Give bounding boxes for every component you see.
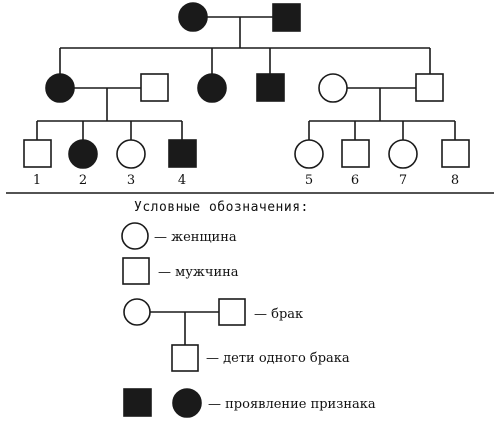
gen2-male-4 — [256, 73, 285, 102]
generation-3: 1 2 3 4 5 6 7 8 — [23, 139, 470, 188]
legend-female-symbol — [121, 222, 149, 250]
gen2-female-5 — [318, 73, 348, 103]
gen1-female — [178, 2, 208, 32]
legend-marriage-label: — брак — [254, 307, 303, 322]
child-3 — [116, 139, 146, 169]
legend-male-label: — мужчина — [158, 265, 239, 280]
child-number-5: 5 — [305, 173, 313, 188]
child-5 — [294, 139, 324, 169]
gen2-male-2 — [140, 73, 169, 102]
child-number-8: 8 — [451, 173, 459, 188]
legend-marriage-male — [218, 298, 246, 326]
child-4 — [168, 139, 197, 168]
child-7 — [388, 139, 418, 169]
child-number-6: 6 — [351, 173, 359, 188]
child-number-3: 3 — [127, 173, 135, 188]
legend-child-symbol — [171, 344, 199, 372]
legend: Условные обозначения: — женщина — мужчин… — [121, 200, 376, 418]
legend-marriage-female — [123, 298, 151, 326]
child-number-4: 4 — [178, 173, 186, 188]
child-6 — [341, 139, 370, 168]
generation-2 — [45, 73, 444, 121]
generation-1 — [178, 2, 301, 48]
legend-affected-female — [172, 388, 202, 418]
legend-children-label: — дети одного брака — [206, 351, 350, 366]
legend-trait-label: — проявление признака — [208, 397, 376, 412]
gen2-female-1 — [45, 73, 75, 103]
legend-female-label: — женщина — [154, 230, 237, 245]
legend-male-symbol — [122, 257, 150, 285]
child-number-7: 7 — [399, 173, 407, 188]
child-number-1: 1 — [33, 173, 41, 188]
gen2-female-3 — [197, 73, 227, 103]
legend-title: Условные обозначения: — [134, 200, 309, 215]
child-number-2: 2 — [79, 173, 87, 188]
legend-affected-male — [123, 388, 152, 417]
child-1 — [23, 139, 52, 168]
gen2-male-6 — [415, 73, 444, 102]
child-8 — [441, 139, 470, 168]
gen1-male — [272, 3, 301, 32]
child-2 — [68, 139, 98, 169]
